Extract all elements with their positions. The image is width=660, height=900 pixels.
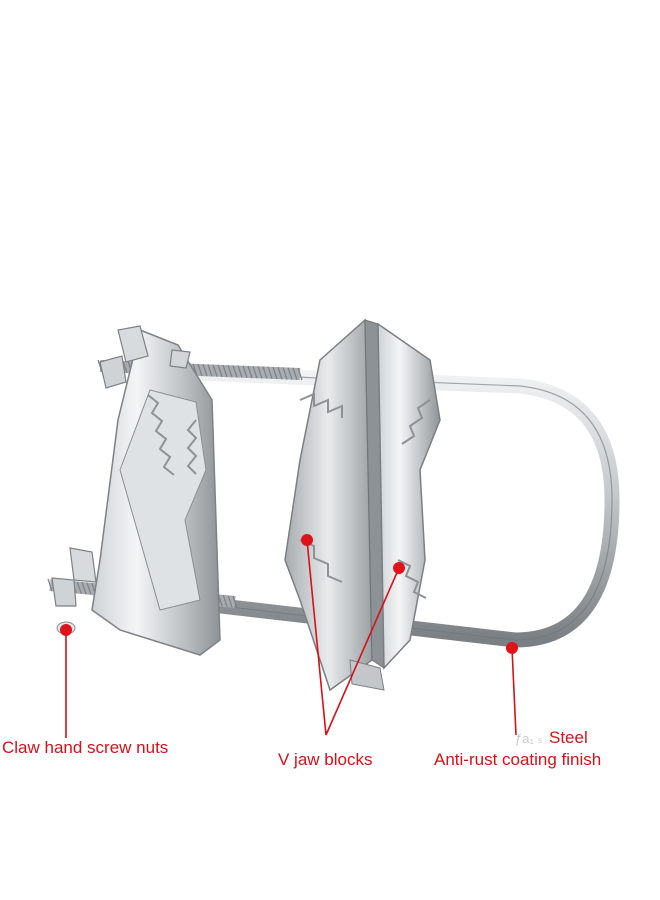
label-anti-rust-coating-finish: Anti-rust coating finish: [434, 750, 602, 769]
thread-mark: [272, 366, 278, 380]
thread-mark: [76, 581, 82, 594]
thread-mark: [232, 595, 238, 609]
thread-mark: [292, 367, 298, 380]
thread-mark: [217, 364, 223, 377]
callout-dot-icon: [60, 534, 518, 654]
thread-mark: [267, 366, 273, 379]
thread-mark: [227, 365, 233, 378]
thread-mark: [222, 364, 228, 378]
thread-mark: [222, 594, 228, 608]
thread-mark: [287, 367, 293, 380]
thread-mark: [207, 364, 213, 377]
thread-mark: [227, 595, 233, 608]
label-v-jaw-blocks: V jaw blocks: [278, 750, 373, 769]
left-clamp-plate: [91, 328, 221, 656]
v-jaw-block-icon: [284, 318, 441, 692]
thread-mark: [262, 366, 268, 379]
thread-mark: [232, 365, 238, 378]
faint-overlay-text: ƒa₁ ₛ: [515, 731, 543, 746]
thread-mark: [197, 363, 203, 377]
label-claw-hand-screw-nuts: Claw hand screw nuts: [2, 738, 169, 757]
thread-mark: [282, 367, 288, 380]
thread-mark: [237, 365, 243, 378]
callout-lines: [65, 539, 517, 738]
thread-mark: [86, 582, 92, 595]
thread-mark: [247, 365, 253, 379]
thread-mark: [252, 366, 258, 379]
thread-mark: [297, 367, 303, 381]
thread-mark: [202, 364, 208, 377]
thread-mark: [257, 366, 263, 379]
label-steel: Steel: [549, 728, 588, 747]
thread-mark: [47, 578, 53, 592]
thread-mark: [81, 581, 87, 595]
thread-mark: [277, 367, 283, 380]
thread-mark: [242, 365, 248, 378]
thread-mark: [212, 364, 218, 377]
wing-nut-icon: [99, 325, 191, 389]
